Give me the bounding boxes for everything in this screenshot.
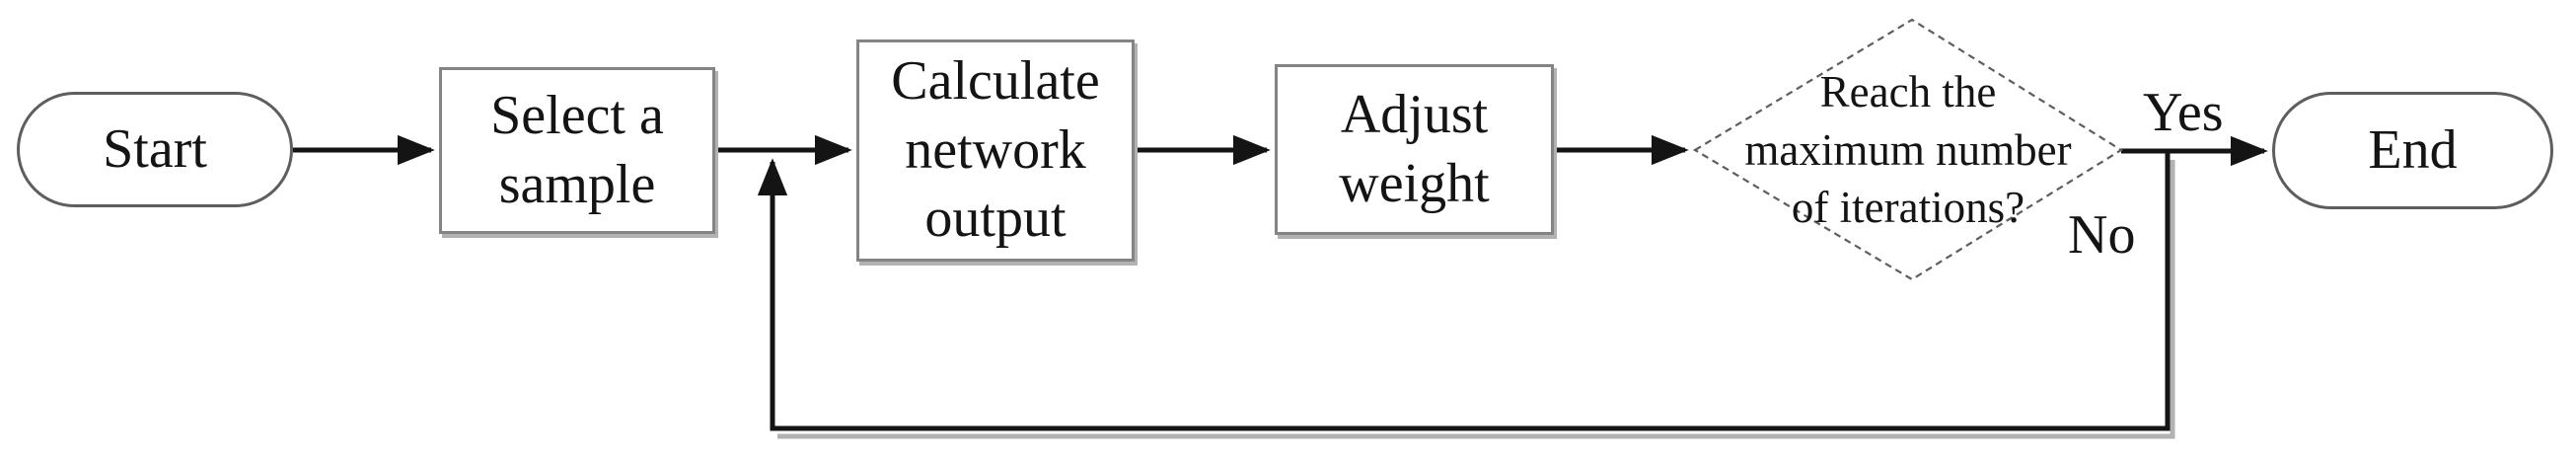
node-calculate-output: Calculate network output xyxy=(856,39,1135,262)
node-calculate-output-label: Calculate network output xyxy=(891,47,1099,253)
node-calculate-output-line-2: network xyxy=(905,118,1086,181)
node-decision-line-3: of iterations? xyxy=(1791,183,2025,233)
node-select-sample-line-2: sample xyxy=(498,153,656,215)
node-start: Start xyxy=(17,92,293,207)
node-decision-label: Reach the maximum number of iterations? xyxy=(1701,62,2115,238)
node-end: End xyxy=(2272,92,2553,209)
edge-no-feedback-loop xyxy=(757,151,2171,431)
node-adjust-weight-label: Adjust weight xyxy=(1339,81,1489,218)
node-adjust-weight-line-1: Adjust xyxy=(1340,84,1489,146)
node-decision-line-1: Reach the xyxy=(1819,67,1997,117)
edge-no-feedback-shadow xyxy=(777,160,2175,439)
node-decision-line-2: maximum number xyxy=(1744,124,2072,175)
node-calculate-output-line-3: output xyxy=(924,188,1067,250)
node-select-sample: Select a sample xyxy=(439,67,715,234)
branch-label-yes: Yes xyxy=(2143,82,2224,143)
node-end-label: End xyxy=(2368,118,2458,181)
node-start-label: Start xyxy=(103,117,207,180)
branch-label-no: No xyxy=(2068,204,2136,266)
node-decision-label-text: Reach the maximum number of iterations? xyxy=(1744,63,2071,237)
node-calculate-output-line-1: Calculate xyxy=(891,50,1100,113)
node-select-sample-label: Select a sample xyxy=(490,82,664,219)
node-adjust-weight-line-2: weight xyxy=(1339,152,1490,214)
node-select-sample-line-1: Select a xyxy=(490,85,664,147)
decision-diamond-shape xyxy=(1692,18,2124,281)
node-adjust-weight: Adjust weight xyxy=(1275,64,1554,235)
